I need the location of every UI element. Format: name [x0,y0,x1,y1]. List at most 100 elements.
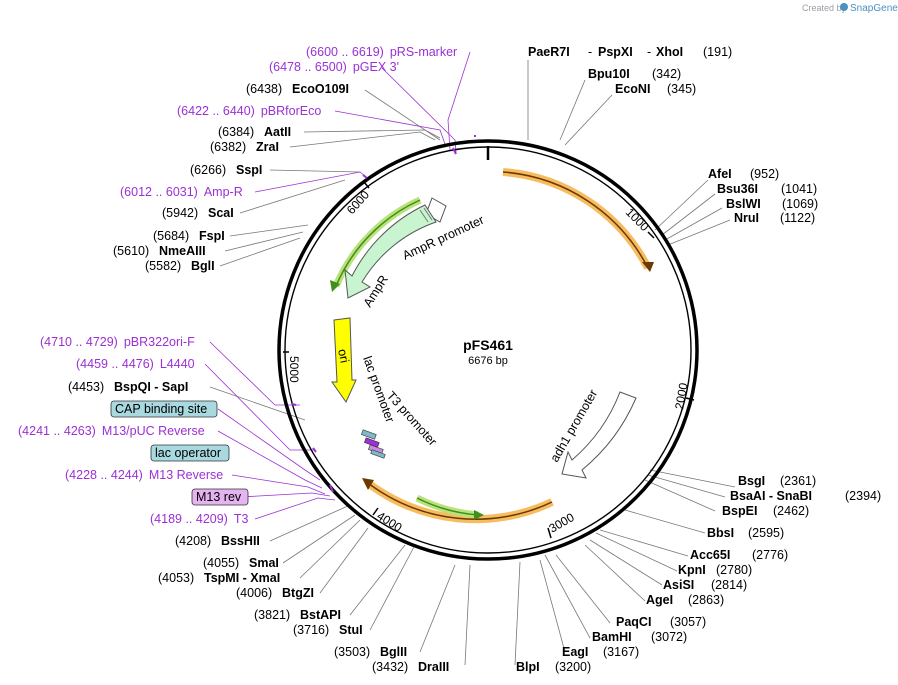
backbone-outer [277,139,699,561]
site-top[interactable]: PaeR7I - PspXI - XhoI (191) [528,45,732,59]
site-name[interactable]: Bpu10I [588,67,630,81]
lac-cluster [361,429,386,459]
site-name[interactable]: BssHII [221,534,260,548]
site-name[interactable]: Acc65I [690,548,730,562]
credit-prefix: Created by [802,3,847,13]
site-pos: (6266) [190,163,226,177]
site-name[interactable]: BsaAI - SnaBI [730,489,812,503]
site-name[interactable]: AatII [264,125,291,139]
snapgene-logo-icon [840,3,848,11]
ori-label: ori [335,348,352,365]
site-name[interactable]: DraIII [418,660,449,674]
site-pos: (3503) [334,645,370,659]
tick-label-3000: 3000 [547,510,577,536]
site-pos: (2394) [845,489,881,503]
site-pos: (2361) [780,474,816,488]
site-pos: (1069) [782,197,818,211]
site-pos: (3167) [603,645,639,659]
ampr-hatch [419,207,433,223]
site-pos: (5610) [113,244,149,258]
site-pos: (6384) [218,125,254,139]
site-name[interactable]: BstAPI [300,608,341,622]
tick-label-6000: 6000 [344,188,372,217]
cap-binding-site-label: CAP binding site [115,402,207,416]
feature-label[interactable]: (6422 .. 6440)pBRforEco [177,104,321,118]
feature-label[interactable]: (4189 .. 4209)T3 [150,512,248,526]
site-pos: (4055) [203,556,239,570]
site-name[interactable]: TspMI - XmaI [204,571,280,585]
site-name[interactable]: Bsu36I [717,182,758,196]
site-name[interactable]: BglI [191,259,215,273]
site-name[interactable]: ZraI [256,140,279,154]
tick-label-4000: 4000 [374,509,404,535]
site-pos: (3057) [670,615,706,629]
site-name[interactable]: BtgZI [282,586,314,600]
site-pos: (3821) [254,608,290,622]
tick-marks [283,181,695,539]
site-name[interactable]: BamHI [592,630,632,644]
feature-label[interactable]: (6478 .. 6500)pGEX 3' [269,60,399,74]
site-pos: (5942) [162,206,198,220]
orf-top-arrowhead-icon [642,262,654,272]
site-pos: (1041) [781,182,817,196]
sites-right: Bpu10I (342) EcoNI (345) AfeI (952) Bsu3… [516,67,881,674]
site-pos: (5582) [145,259,181,273]
feature-leaders [204,51,471,520]
site-name[interactable]: KpnI [678,563,706,577]
cap-binding-site-box[interactable] [110,400,218,418]
site-name[interactable]: PaqCI [616,615,651,629]
lac-operator-label: lac operator [155,446,221,460]
tick-label-2000: 2000 [672,381,690,410]
site-name[interactable]: BspQI - SapI [114,380,188,394]
site-name[interactable]: SspI [236,163,262,177]
site-name[interactable]: EcoNI [615,82,650,96]
site-pos: (1122) [780,211,815,225]
site-name[interactable]: BsgI [738,474,765,488]
site-pos: (952) [750,167,779,181]
site-name[interactable]: BspEI [722,504,757,518]
site-name[interactable]: NruI [734,211,759,225]
sites-left: (3432) DraIII (3503) BglII (3716) StuI (… [68,82,449,674]
site-name[interactable]: BslWI [726,197,761,211]
feature-label[interactable]: (6012 .. 6031)Amp-R [120,185,243,199]
ampr-arrow [344,204,437,299]
bottom-green-arrowhead-icon [474,510,484,520]
feature-label[interactable]: (4228 .. 4244)M13 Reverse [65,468,223,482]
feature-label[interactable]: (4710 .. 4729)pBR322ori-F [40,335,195,349]
site-pos: (2780) [716,563,752,577]
site-name[interactable]: EcoO109I [292,82,349,96]
site-name[interactable]: AfeI [708,167,732,181]
site-name[interactable]: FspI [199,229,225,243]
site-name[interactable]: StuI [339,623,363,637]
feature-label[interactable]: (6600 .. 6619)pRS-marker [306,45,457,59]
lac-operator-box[interactable] [150,444,230,462]
site-name[interactable]: BglII [380,645,407,659]
site-name[interactable]: BbsI [707,526,734,540]
feature-label[interactable]: (4459 .. 4476)L4440 [76,357,195,371]
site-pos: (3716) [293,623,329,637]
orf-bottom-arrowhead-icon [362,478,374,490]
site-name[interactable]: NmeAIII [159,244,206,258]
site-pos: (345) [667,82,696,96]
adh1-promoter-arrow [561,391,637,479]
orf-top-arc [502,168,652,270]
orf-bottom-arc-line [367,482,553,520]
tick-label-1000: 1000 [623,205,652,234]
site-pos: (4006) [236,586,272,600]
site-pos: (2776) [752,548,788,562]
m13-rev-box[interactable] [191,488,249,506]
site-name[interactable]: ScaI [208,206,234,220]
feature-label[interactable]: (4241 .. 4263)M13/pUC Reverse [18,424,205,438]
feature-marks [291,135,476,493]
m13-rev-label: M13 rev [196,490,242,504]
site-name[interactable]: BlpI [516,660,540,674]
site-pos: (4453) [68,380,104,394]
site-name[interactable]: AsiSI [663,578,694,592]
site-name[interactable]: EagI [562,645,588,659]
site-name[interactable]: SmaI [249,556,279,570]
feature-labels: (6600 .. 6619)pRS-marker (6478 .. 6500)p… [18,45,457,526]
site-pos: (6438) [246,82,282,96]
site-pos: (6382) [210,140,246,154]
site-name[interactable]: AgeI [646,593,673,607]
site-pos: (5684) [153,229,189,243]
